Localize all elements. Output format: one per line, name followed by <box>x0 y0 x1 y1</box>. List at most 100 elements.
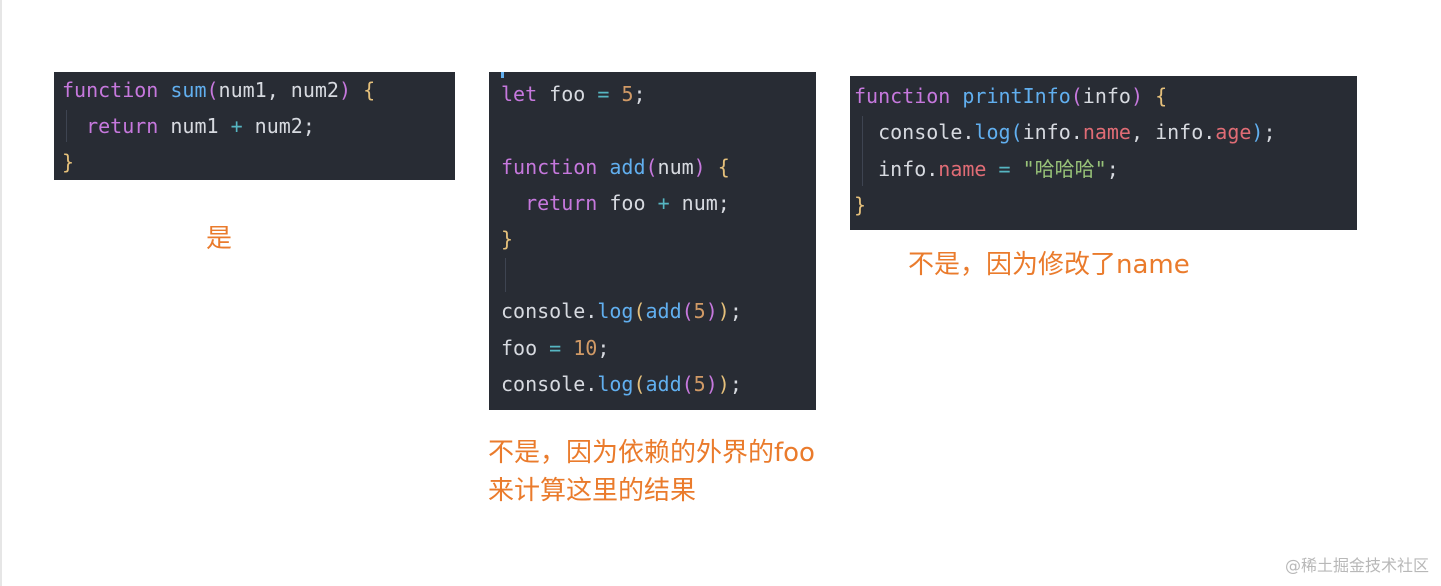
code-token <box>62 114 86 138</box>
code-token: ( <box>1010 120 1023 144</box>
code-token <box>158 78 170 102</box>
code-line: } <box>62 144 74 180</box>
code-line: let foo = 5; <box>501 76 646 112</box>
code-token: num; <box>669 191 730 215</box>
code-token <box>950 84 962 108</box>
code-token <box>1011 157 1023 181</box>
code-token: log <box>597 299 634 323</box>
indent-guide <box>862 116 863 186</box>
code-line: return num1 + num2; <box>62 108 315 144</box>
code-token: log <box>974 120 1011 144</box>
code-token: console. <box>501 299 598 323</box>
code-token: ; <box>729 299 742 323</box>
code-token: ) <box>1251 120 1264 144</box>
code-token <box>501 191 525 215</box>
code-token: log <box>597 372 634 396</box>
code-token: } <box>854 193 867 217</box>
code-token: name <box>1082 120 1131 144</box>
code-token: ) <box>717 299 730 323</box>
code-token: "哈哈哈" <box>1022 157 1107 181</box>
indent-guide <box>66 110 67 142</box>
caption-add-line1: 不是，因为依赖的外界的foo <box>488 438 815 468</box>
caption-printinfo: 不是，因为修改了name <box>908 250 1190 280</box>
code-token: ) <box>338 78 352 102</box>
code-token <box>706 155 718 179</box>
code-token: foo <box>597 191 658 215</box>
code-token: ; <box>1106 157 1119 181</box>
code-token <box>986 157 998 181</box>
code-token: info. <box>854 157 939 181</box>
code-token: ( <box>633 372 646 396</box>
code-token: ( <box>681 372 694 396</box>
code-token: printInfo <box>962 84 1071 108</box>
code-token: ) <box>705 299 718 323</box>
code-token <box>609 82 621 106</box>
code-token: { <box>363 78 376 102</box>
code-token <box>561 336 573 360</box>
code-token <box>1143 84 1155 108</box>
code-token: num1 <box>158 114 231 138</box>
code-token: add <box>609 155 646 179</box>
code-token: + <box>657 191 670 215</box>
code-token: ; <box>729 372 742 396</box>
code-token: sum <box>170 78 207 102</box>
caption-sum: 是 <box>206 224 233 254</box>
code-token: num <box>657 155 694 179</box>
code-token: { <box>717 155 730 179</box>
code-line: return foo + num; <box>501 185 730 221</box>
code-token: function <box>62 78 159 102</box>
code-token: ) <box>717 372 730 396</box>
code-token: return <box>525 191 598 215</box>
code-token: 5 <box>621 82 634 106</box>
code-token: = <box>597 82 610 106</box>
code-token: function <box>501 155 598 179</box>
code-token: ; <box>633 82 646 106</box>
code-token: return <box>86 114 159 138</box>
code-token: 5 <box>693 372 706 396</box>
caption-add-line2: 来计算这里的结果 <box>488 476 697 506</box>
code-token: ) <box>705 372 718 396</box>
code-token: } <box>501 227 514 251</box>
scroll-marker <box>501 72 504 78</box>
code-token: name <box>938 157 987 181</box>
code-token: ( <box>1070 84 1083 108</box>
code-token: foo <box>537 82 598 106</box>
code-token: ; <box>597 336 610 360</box>
code-token <box>597 155 609 179</box>
code-line: function printInfo(info) { <box>854 78 1167 114</box>
code-token: console. <box>854 120 975 144</box>
code-token: age <box>1215 120 1252 144</box>
code-token: 5 <box>693 299 706 323</box>
code-token: , info. <box>1130 120 1216 144</box>
code-token: console. <box>501 372 598 396</box>
code-token: ) <box>1130 84 1144 108</box>
code-token: info <box>1082 84 1131 108</box>
code-token: function <box>854 84 951 108</box>
code-token: ( <box>681 299 694 323</box>
code-token: ( <box>633 299 646 323</box>
code-token: { <box>1155 84 1168 108</box>
code-token: add <box>645 372 682 396</box>
code-block-printinfo: function printInfo(info) { console.log(i… <box>850 76 1357 230</box>
code-line: info.name = "哈哈哈"; <box>854 151 1119 187</box>
page-left-border <box>0 0 2 586</box>
indent-guide <box>505 258 506 292</box>
code-token: ) <box>693 155 706 179</box>
code-token: = <box>998 157 1011 181</box>
code-token <box>351 78 363 102</box>
code-token: num2; <box>242 114 315 138</box>
watermark: @稀土掘金技术社区 <box>1284 556 1429 575</box>
code-line: } <box>501 221 513 257</box>
code-line: foo = 10; <box>501 330 609 366</box>
code-token: 10 <box>573 336 598 360</box>
code-token: ( <box>645 155 658 179</box>
code-token: ; <box>1263 120 1276 144</box>
code-line: console.log(add(5)); <box>501 366 742 402</box>
code-token: + <box>230 114 243 138</box>
code-block-sum: function sum(num1, num2) { return num1 +… <box>54 72 455 180</box>
code-line: console.log(info.name, info.age); <box>854 114 1276 150</box>
code-line: } <box>854 187 866 223</box>
code-token: } <box>62 150 75 174</box>
code-token: let <box>501 82 538 106</box>
code-line: function add(num) { <box>501 149 730 185</box>
